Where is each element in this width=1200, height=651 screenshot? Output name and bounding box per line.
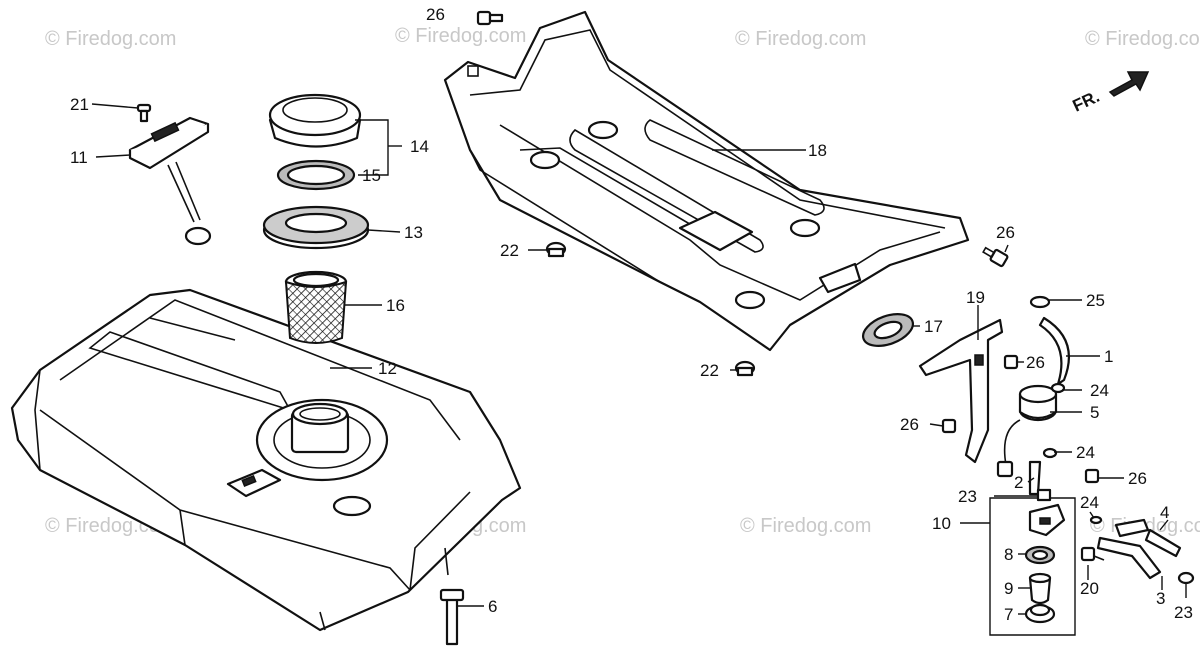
- callout-16: 16: [386, 296, 405, 315]
- callout-23-right: 23: [1174, 603, 1193, 622]
- callout-24-a: 24: [1090, 381, 1109, 400]
- front-label: FR.: [1070, 87, 1103, 116]
- clip-24-c: [1089, 515, 1103, 525]
- callout-1: 1: [1104, 347, 1113, 366]
- bolt-20: [1080, 546, 1105, 562]
- callout-20: 20: [1080, 579, 1099, 598]
- clip-23-right: [1177, 571, 1195, 585]
- callout-22-upper: 22: [500, 241, 519, 260]
- bolt-26-mid-right: [1084, 468, 1100, 484]
- callout-8: 8: [1004, 545, 1013, 564]
- hose-3: [1096, 536, 1162, 580]
- nut-22-lower: [734, 360, 756, 377]
- clip-25: [1029, 295, 1051, 309]
- callout-11: 11: [70, 148, 88, 167]
- callout-26-top: 26: [426, 5, 445, 24]
- callout-15: 15: [362, 166, 381, 185]
- screw-21: [136, 103, 152, 123]
- callout-13: 13: [404, 223, 423, 242]
- callout-18: 18: [808, 141, 827, 160]
- callout-4: 4: [1160, 503, 1169, 522]
- skid-plate: [443, 10, 970, 352]
- callout-19: 19: [966, 288, 985, 307]
- watermark: © Firedog.com: [45, 28, 176, 50]
- bolt-26-top: [476, 10, 504, 26]
- fuel-pump: [996, 384, 1058, 478]
- fuel-pump-bracket: [918, 318, 1004, 464]
- leader-lines: [91, 103, 1187, 615]
- callout-24-c: 24: [1080, 493, 1099, 512]
- bolt-26-right-upper: [982, 246, 1009, 268]
- callout-14: 14: [410, 137, 429, 156]
- hose-4: [1114, 518, 1182, 558]
- watermark: © Firedog.com: [740, 515, 871, 537]
- fuel-gauge: [128, 116, 212, 246]
- grommet-17: [862, 313, 914, 347]
- watermark: © Firedog.com: [1085, 28, 1200, 50]
- callout-26-mid-right: 26: [1128, 469, 1147, 488]
- callout-9: 9: [1004, 579, 1013, 598]
- callout-17: 17: [924, 317, 943, 336]
- callout-25: 25: [1086, 291, 1105, 310]
- watermark: © Firedog.com: [395, 25, 526, 47]
- callout-7: 7: [1004, 605, 1013, 624]
- clip-24-b: [1042, 447, 1058, 459]
- fuel-filler-cap: [268, 93, 362, 148]
- fuel-strainer: [284, 270, 348, 344]
- callout-numbers: 21 11 14 15 13 16 12 6 26 18 22 22 17 26…: [70, 5, 1193, 624]
- front-arrow-icon: [1108, 71, 1150, 97]
- tank-gasket: [262, 205, 370, 250]
- callout-21: 21: [70, 95, 89, 114]
- callout-24-b: 24: [1076, 443, 1095, 462]
- fuel-hose-1: [1038, 316, 1070, 386]
- callout-22-lower: 22: [700, 361, 719, 380]
- bolt-26-bracket-right: [1003, 354, 1019, 370]
- callout-6: 6: [488, 597, 497, 616]
- callout-23-left: 23: [958, 487, 977, 506]
- callout-12: 12: [378, 359, 397, 378]
- callout-2: 2: [1014, 473, 1023, 492]
- nut-22-upper: [545, 241, 567, 258]
- callout-10: 10: [932, 514, 951, 533]
- callout-5: 5: [1090, 403, 1099, 422]
- front-direction-indicator: FR.: [1070, 71, 1150, 116]
- watermark: © Firedog.com: [735, 28, 866, 50]
- bolt-6: [439, 588, 465, 646]
- bolt-26-bracket-left: [941, 418, 957, 434]
- callout-26-right-upper: 26: [996, 223, 1015, 242]
- clip-24-a: [1050, 382, 1066, 394]
- fuel-tank: [10, 288, 522, 632]
- fuel-cock-group: [989, 488, 1076, 636]
- callout-26-bracket-left: 26: [900, 415, 919, 434]
- callout-3: 3: [1156, 589, 1165, 608]
- cap-packing: [276, 159, 356, 191]
- callout-26-bracket-right: 26: [1026, 353, 1045, 372]
